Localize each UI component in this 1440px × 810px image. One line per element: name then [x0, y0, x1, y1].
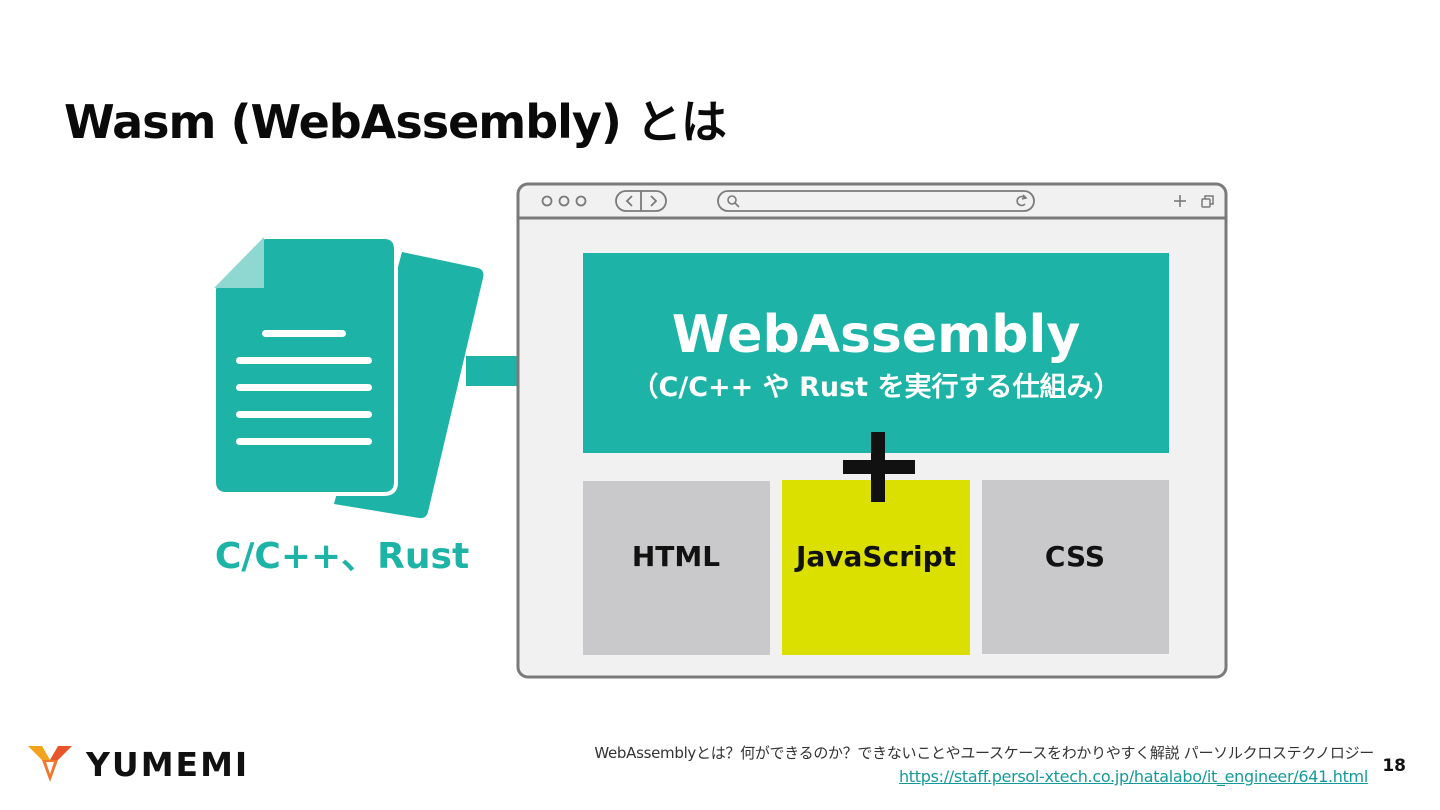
css-label: CSS — [1045, 540, 1105, 573]
source-languages-label: C/C++、Rust — [215, 536, 469, 577]
page-number: 18 — [1382, 756, 1406, 776]
css-block — [982, 480, 1169, 654]
plus-icon — [843, 432, 915, 502]
source-citation: WebAssemblyとは？何ができるのか？できないことやユースケースをわかりや… — [594, 744, 1374, 762]
logo-wordmark: YUMEMI — [86, 744, 250, 784]
slide-title: Wasm (WebAssembly) とは — [64, 95, 727, 149]
window-dots-icon — [541, 195, 587, 207]
javascript-block — [782, 480, 970, 655]
company-logo: YUMEMI — [28, 744, 249, 784]
webassembly-subtitle: （C/C++ や Rust を実行する仕組み） — [632, 371, 1121, 403]
html-block — [583, 481, 770, 655]
address-bar[interactable] — [717, 190, 1035, 212]
document-icon — [212, 235, 484, 519]
yumemi-mark-icon — [28, 746, 72, 782]
javascript-label: JavaScript — [794, 540, 956, 573]
reload-icon[interactable] — [1016, 194, 1028, 207]
html-label: HTML — [632, 540, 720, 573]
search-icon — [727, 195, 740, 208]
webassembly-title: WebAssembly — [672, 305, 1081, 365]
back-forward-icon[interactable] — [615, 190, 667, 212]
tabs-icon[interactable] — [1201, 195, 1214, 208]
source-link[interactable]: https://staff.persol-xtech.co.jp/hatalab… — [898, 767, 1368, 786]
webassembly-block — [583, 253, 1169, 453]
new-tab-icon[interactable] — [1174, 195, 1186, 207]
